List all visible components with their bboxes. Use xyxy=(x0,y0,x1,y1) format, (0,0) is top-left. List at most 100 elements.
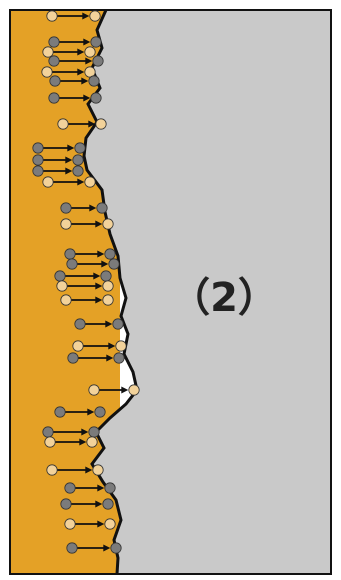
atom-pair xyxy=(60,294,114,306)
atom-source xyxy=(64,482,76,494)
atom-target xyxy=(102,294,114,306)
interface-boundary xyxy=(82,9,139,575)
atom-pair xyxy=(44,436,98,448)
arrow-head-icon xyxy=(65,156,73,164)
arrow-head-icon xyxy=(85,466,93,474)
arrow-head-icon xyxy=(95,220,103,228)
atom-source xyxy=(49,75,61,87)
atom-target xyxy=(100,270,112,282)
region-label: （2） xyxy=(170,275,278,321)
atom-source xyxy=(48,55,60,67)
arrow-head-icon xyxy=(108,342,116,350)
arrow-head-icon xyxy=(97,520,105,528)
atom-target xyxy=(102,218,114,230)
arrow-head-icon xyxy=(88,120,96,128)
atom-pair xyxy=(32,165,84,177)
atom-target xyxy=(96,202,108,214)
atom-target xyxy=(115,340,127,352)
arrow-head-icon xyxy=(67,144,75,152)
atom-pair xyxy=(48,36,102,48)
atom-target xyxy=(102,280,114,292)
atom-pair xyxy=(48,55,104,67)
atom-pair xyxy=(42,176,96,188)
atom-source xyxy=(32,154,44,166)
right-region xyxy=(84,10,331,574)
atom-source xyxy=(64,518,76,530)
atom-pair xyxy=(46,464,104,476)
arrow-head-icon xyxy=(93,272,101,280)
atom-pair xyxy=(46,10,101,22)
atom-source xyxy=(41,66,53,78)
atom-target xyxy=(89,10,101,22)
arrow-head-icon xyxy=(65,167,73,175)
atom-pair xyxy=(64,482,116,494)
atom-source xyxy=(44,436,56,448)
arrow-head-icon xyxy=(83,38,91,46)
atom-target xyxy=(110,542,122,554)
atom-pair xyxy=(72,340,127,352)
atom-pair xyxy=(32,142,86,154)
atom-pair xyxy=(64,518,116,530)
atom-target xyxy=(88,75,100,87)
atom-source xyxy=(66,542,78,554)
atom-pairs xyxy=(32,10,140,554)
atom-source xyxy=(42,46,54,58)
atom-source xyxy=(42,426,54,438)
atom-target xyxy=(90,92,102,104)
atom-target xyxy=(84,176,96,188)
atom-source xyxy=(88,384,100,396)
atom-source xyxy=(67,352,79,364)
atom-pair xyxy=(57,118,107,130)
arrow-head-icon xyxy=(77,68,85,76)
atom-pair xyxy=(60,218,114,230)
atom-pair xyxy=(48,92,102,104)
arrow-head-icon xyxy=(77,178,85,186)
atom-pair xyxy=(60,202,108,214)
atom-target xyxy=(104,518,116,530)
atom-target xyxy=(74,142,86,154)
arrow-head-icon xyxy=(95,500,103,508)
arrow-head-icon xyxy=(83,94,91,102)
atom-target xyxy=(104,248,116,260)
atom-target xyxy=(84,46,96,58)
arrow-head-icon xyxy=(103,544,111,552)
arrow-head-icon xyxy=(95,282,103,290)
atom-pair xyxy=(54,406,106,418)
atom-source xyxy=(66,258,78,270)
atom-pair xyxy=(56,280,114,292)
atom-pair xyxy=(49,75,100,87)
atom-target xyxy=(102,498,114,510)
atom-target xyxy=(94,406,106,418)
atom-source xyxy=(74,318,86,330)
atom-pair xyxy=(64,248,116,260)
atom-pair xyxy=(54,270,112,282)
atom-target xyxy=(88,426,100,438)
atom-target xyxy=(95,118,107,130)
atom-target xyxy=(112,318,124,330)
atom-pair xyxy=(66,542,122,554)
atom-pair xyxy=(42,46,96,58)
atom-source xyxy=(42,176,54,188)
atom-source xyxy=(60,202,72,214)
arrow-head-icon xyxy=(101,260,109,268)
arrow-head-icon xyxy=(121,386,129,394)
atom-pair xyxy=(66,258,120,270)
atom-source xyxy=(32,165,44,177)
atom-source xyxy=(48,92,60,104)
atom-target xyxy=(92,464,104,476)
atom-target xyxy=(72,154,84,166)
atom-pair xyxy=(42,426,100,438)
atom-source xyxy=(54,270,66,282)
arrow-head-icon xyxy=(105,320,113,328)
arrow-head-icon xyxy=(81,77,89,85)
atom-source xyxy=(46,10,58,22)
arrow-head-icon xyxy=(89,204,97,212)
atom-source xyxy=(60,294,72,306)
arrow-head-icon xyxy=(95,296,103,304)
arrow-head-icon xyxy=(79,438,87,446)
atom-pair xyxy=(60,498,114,510)
arrow-head-icon xyxy=(81,428,89,436)
atom-source xyxy=(56,280,68,292)
atom-source xyxy=(64,248,76,260)
